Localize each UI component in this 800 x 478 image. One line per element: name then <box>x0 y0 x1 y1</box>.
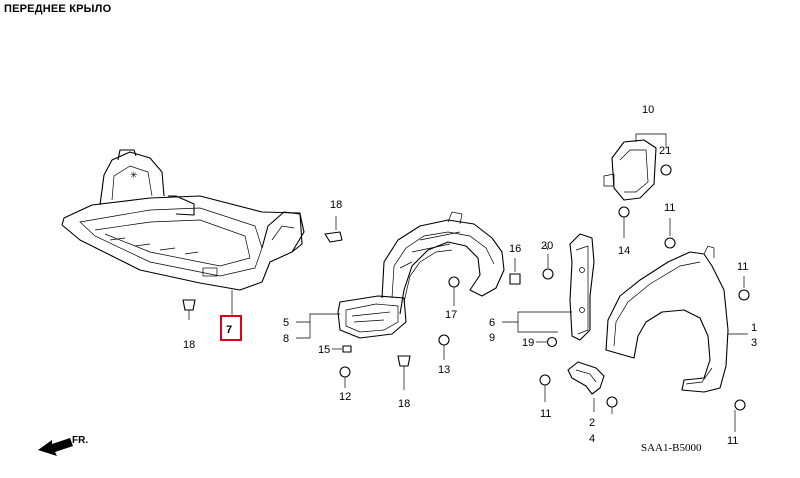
highlight-box-part-7 <box>220 315 242 341</box>
callout-20[interactable]: 20 <box>541 240 553 252</box>
callout-16[interactable]: 16 <box>509 243 521 255</box>
front-arrow-label: FR. <box>72 435 88 446</box>
callout-1[interactable]: 1 <box>751 322 757 334</box>
callout-5[interactable]: 5 <box>283 317 289 329</box>
diagram-code: SAA1-B5000 <box>641 442 702 454</box>
leader-lines <box>296 243 748 412</box>
callout-11-top[interactable]: 11 <box>664 202 675 214</box>
page-title: ПЕРЕДНЕЕ КРЫЛО <box>4 3 112 15</box>
side-bracket-drawing <box>603 133 667 201</box>
callout-10[interactable]: 10 <box>642 104 654 116</box>
callout-15[interactable]: 15 <box>318 344 330 356</box>
callout-7[interactable]: 7 <box>226 324 232 336</box>
fender-liner-drawing <box>337 211 505 339</box>
callout-18-bottom[interactable]: 18 <box>398 398 410 410</box>
callout-11-bottom-mid[interactable]: 11 <box>540 408 551 420</box>
callout-13[interactable]: 13 <box>438 364 450 376</box>
callout-18-top[interactable]: 18 <box>330 199 342 211</box>
callout-11-right[interactable]: 11 <box>737 261 748 273</box>
callout-6[interactable]: 6 <box>489 317 495 329</box>
fastener-symbols <box>182 164 750 432</box>
front-direction-arrow: FR. <box>38 435 88 456</box>
callout-3[interactable]: 3 <box>751 337 757 349</box>
callout-18-left[interactable]: 18 <box>183 339 195 351</box>
callout-19[interactable]: 19 <box>522 337 534 349</box>
callout-12[interactable]: 12 <box>339 391 351 403</box>
svg-text:✳: ✳ <box>130 170 138 180</box>
fender-bracket-drawing <box>567 233 605 395</box>
callout-11-bottom-right[interactable]: 11 <box>727 435 738 447</box>
callout-17[interactable]: 17 <box>445 309 457 321</box>
callout-21[interactable]: 21 <box>659 145 671 157</box>
front-fender-drawing <box>605 245 729 393</box>
callout-9[interactable]: 9 <box>489 332 495 344</box>
callout-2[interactable]: 2 <box>589 417 595 429</box>
callout-8[interactable]: 8 <box>283 333 289 345</box>
callout-4[interactable]: 4 <box>589 433 595 445</box>
callout-14[interactable]: 14 <box>618 245 630 257</box>
under-cover-drawing: ✳ <box>61 149 305 315</box>
